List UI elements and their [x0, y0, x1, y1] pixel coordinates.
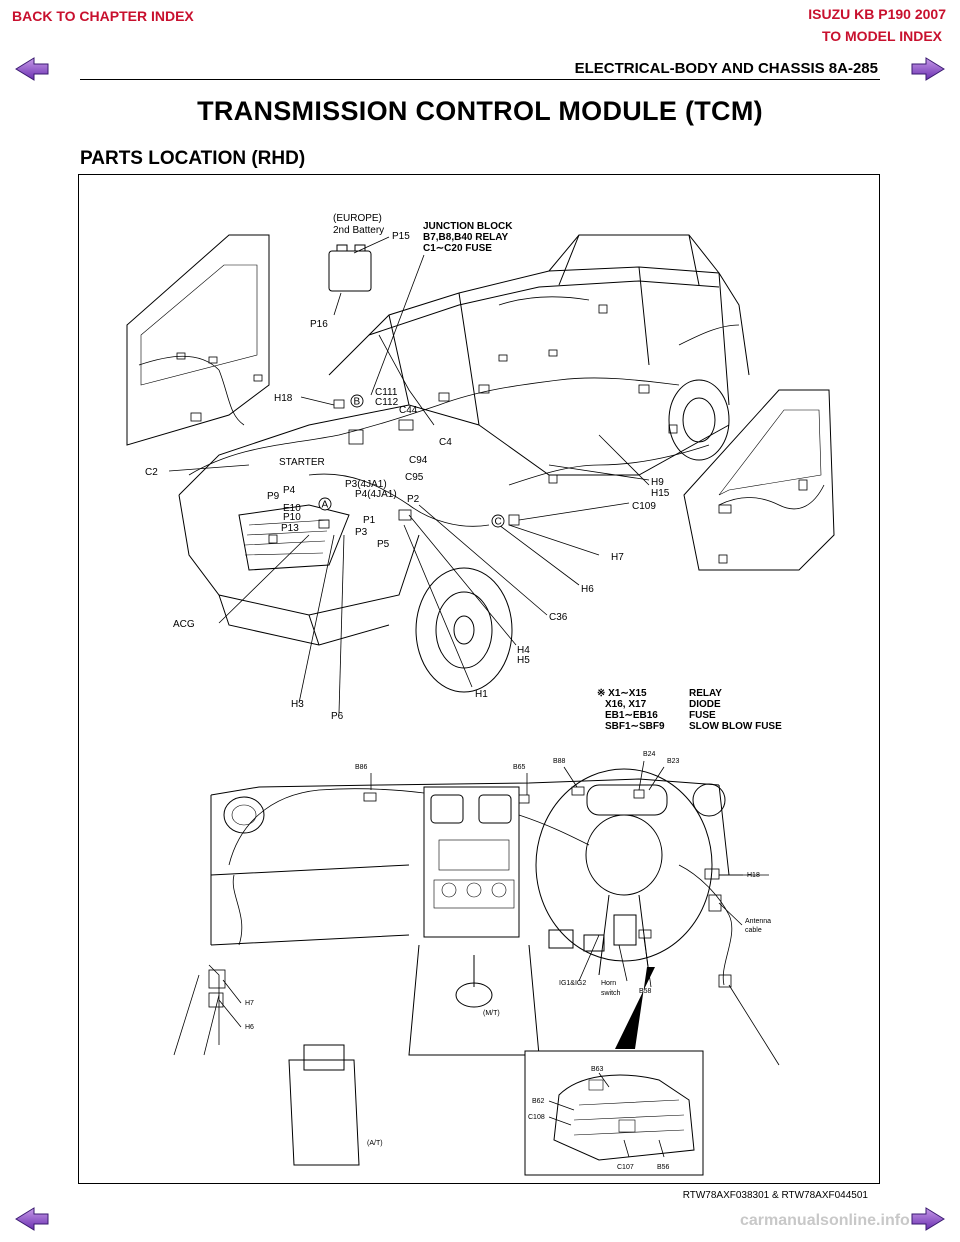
- label-horn-switch: switch: [601, 990, 621, 997]
- label-europe: (EUROPE): [333, 213, 382, 224]
- inset-label-b62: B62: [532, 1098, 545, 1105]
- label-h9: H9: [651, 477, 664, 488]
- label-p3-4ja1: P3(4JA1): [345, 479, 387, 490]
- watermark-text: carmanualsonline.info: [740, 1212, 910, 1229]
- circle-label-a: A: [322, 500, 329, 511]
- top-callout-labels: (EUROPE) 2nd Battery P15 JUNCTION BLOCK …: [145, 213, 670, 722]
- bottom-callout-labels: B86 B65 B88 B24 B23 H18 Antenna cable H7…: [245, 751, 771, 1147]
- label-b58: B58: [639, 988, 652, 995]
- label-2nd-battery: 2nd Battery: [333, 225, 384, 236]
- label-acg: ACG: [173, 619, 195, 630]
- label-h1: H1: [475, 689, 488, 700]
- legend-meaning-2: DIODE: [689, 699, 721, 710]
- header-rule: [80, 79, 880, 80]
- label-p4: P4: [283, 485, 296, 496]
- label-c112: C112: [375, 397, 399, 408]
- prev-page-arrow-icon[interactable]: [14, 56, 50, 82]
- legend-meaning-4: SLOW BLOW FUSE: [689, 721, 782, 732]
- label-starter: STARTER: [279, 457, 325, 468]
- model-title-link[interactable]: ISUZU KB P190 2007: [808, 6, 946, 22]
- label-antenna: Antenna: [745, 918, 771, 925]
- legend: ※ X1∼X15 RELAY X16, X17 DIODE EB1∼EB16 F…: [597, 688, 782, 732]
- label-p9: P9: [267, 491, 280, 502]
- legend-code-3: EB1∼EB16: [605, 710, 658, 721]
- label-p13: P13: [281, 523, 299, 534]
- label-c94: C94: [409, 455, 428, 466]
- label-h18-bottom: H18: [747, 872, 760, 879]
- back-to-chapter-index-link[interactable]: BACK TO CHAPTER INDEX: [12, 8, 194, 24]
- section-header: ELECTRICAL-BODY AND CHASSIS 8A-285: [574, 60, 878, 77]
- label-h7: H7: [611, 552, 624, 563]
- label-p3: P3: [355, 527, 368, 538]
- inset-label-b56: B56: [657, 1164, 670, 1171]
- label-p4-4ja1: P4(4JA1): [355, 489, 397, 500]
- label-p5: P5: [377, 539, 390, 550]
- label-p1: P1: [363, 515, 376, 526]
- next-page-arrow-icon[interactable]: [910, 56, 946, 82]
- inset-label-c107: C107: [617, 1164, 634, 1171]
- inset-label-b63: B63: [591, 1066, 604, 1073]
- callout-leader-lines: [168, 236, 650, 714]
- circle-label-c: C: [495, 517, 502, 528]
- label-c36: C36: [549, 612, 568, 623]
- inset-detail: B63 B62 C108 C107 B56: [524, 1050, 704, 1176]
- label-b88: B88: [553, 758, 566, 765]
- inset-pointer: [615, 967, 655, 1049]
- label-p10: P10: [283, 512, 301, 523]
- vehicle-line-drawing: [126, 234, 835, 693]
- inset-label-c108: C108: [528, 1114, 545, 1121]
- label-antenna-cable: cable: [745, 927, 762, 934]
- label-p15: P15: [392, 231, 410, 242]
- legend-meaning-1: RELAY: [689, 688, 722, 699]
- bottom-leader-lines: [173, 760, 780, 1066]
- label-c4: C4: [439, 437, 452, 448]
- label-h3: H3: [291, 699, 304, 710]
- label-b23: B23: [667, 758, 680, 765]
- legend-meaning-3: FUSE: [689, 710, 716, 721]
- label-h18: H18: [274, 393, 293, 404]
- label-junction-fuses: C1∼C20 FUSE: [423, 243, 492, 254]
- page-title: TRANSMISSION CONTROL MODULE (TCM): [197, 96, 763, 126]
- label-c44: C44: [399, 405, 418, 416]
- legend-code-2: X16, X17: [605, 699, 647, 710]
- label-h4: H4: [517, 645, 530, 656]
- label-mt: (M/T): [483, 1010, 500, 1017]
- label-h15: H15: [651, 488, 670, 499]
- label-b65: B65: [513, 764, 526, 771]
- label-b86: B86: [355, 764, 368, 771]
- legend-code-1: ※ X1∼X15: [597, 688, 647, 699]
- label-c109: C109: [632, 501, 656, 512]
- label-horn: Horn: [601, 980, 616, 987]
- label-h6: H6: [581, 584, 594, 595]
- label-junction-relays: B7,B8,B40 RELAY: [423, 232, 509, 243]
- label-at: (A/T): [367, 1140, 383, 1147]
- label-b24: B24: [643, 751, 656, 758]
- label-p6: P6: [331, 711, 344, 722]
- dashboard-line-drawing: [208, 768, 769, 1166]
- label-c95: C95: [405, 472, 424, 483]
- prev-page-arrow-bottom-icon[interactable]: [14, 1206, 50, 1232]
- label-h6-bottom: H6: [245, 1024, 254, 1031]
- label-p2: P2: [407, 494, 420, 505]
- label-h5: H5: [517, 655, 530, 666]
- legend-code-4: SBF1∼SBF9: [605, 721, 665, 732]
- circle-label-b: B: [354, 397, 361, 408]
- to-model-index-link[interactable]: TO MODEL INDEX: [821, 28, 942, 44]
- label-p16: P16: [310, 319, 328, 330]
- next-page-arrow-bottom-icon[interactable]: [910, 1206, 946, 1232]
- label-junction-block: JUNCTION BLOCK: [423, 221, 513, 232]
- section-subtitle: PARTS LOCATION (RHD): [80, 148, 306, 169]
- parts-location-diagram: (EUROPE) 2nd Battery P15 JUNCTION BLOCK …: [78, 174, 880, 1184]
- label-c111: C111: [375, 387, 398, 398]
- label-ig1-ig2: IG1&IG2: [559, 980, 586, 987]
- figure-code: RTW78AXF038301 & RTW78AXF044501: [682, 1190, 868, 1201]
- label-h7-bottom: H7: [245, 1000, 254, 1007]
- label-c2: C2: [145, 467, 158, 478]
- label-e10: E10: [283, 503, 301, 514]
